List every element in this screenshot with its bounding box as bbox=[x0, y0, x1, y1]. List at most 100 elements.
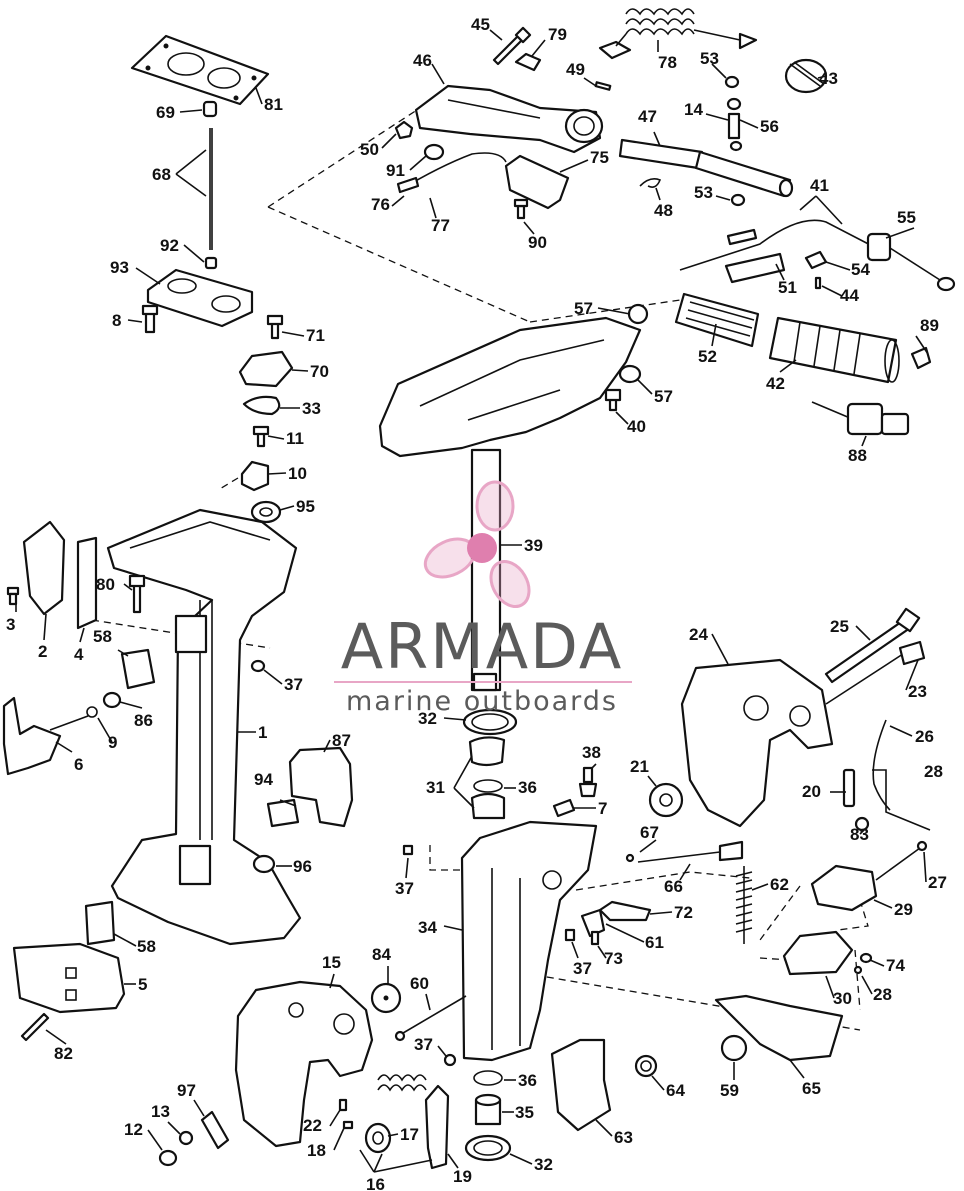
callout-c88: 88 bbox=[848, 446, 867, 465]
part-91-grommet bbox=[423, 143, 445, 161]
callout-c63: 63 bbox=[614, 1128, 633, 1147]
callout-c13: 13 bbox=[151, 1102, 170, 1121]
callout-c14: 14 bbox=[684, 100, 703, 119]
part-65-tilt-lever bbox=[714, 994, 844, 1062]
callout-c33: 33 bbox=[302, 399, 321, 418]
callout-c95: 95 bbox=[296, 497, 315, 516]
part-steering-arm bbox=[378, 316, 642, 458]
callout-c96: 96 bbox=[293, 857, 312, 876]
part-75-bracket bbox=[504, 154, 570, 210]
part-32a-bushing bbox=[462, 708, 518, 736]
part-94-block bbox=[266, 798, 300, 828]
callout-c69: 69 bbox=[156, 103, 175, 122]
callout-c31: 31 bbox=[426, 778, 445, 797]
part-53a-nut bbox=[724, 75, 740, 89]
part-37a-nut bbox=[250, 659, 266, 673]
callout-c18: 18 bbox=[307, 1141, 326, 1160]
part-92-nut bbox=[204, 256, 218, 270]
callout-c10: 10 bbox=[288, 464, 307, 483]
part-27-rod bbox=[875, 840, 928, 881]
part-36b-o-ring bbox=[473, 1070, 503, 1086]
callout-c50: 50 bbox=[360, 140, 379, 159]
callout-c48: 48 bbox=[654, 201, 673, 220]
callout-c11: 11 bbox=[286, 429, 304, 448]
callout-c93: 93 bbox=[110, 258, 129, 277]
propeller-blade bbox=[489, 560, 531, 608]
callout-c38: 38 bbox=[582, 743, 601, 762]
part-55-cable-end bbox=[866, 232, 956, 292]
callout-c35: 35 bbox=[515, 1103, 534, 1122]
part-31-bushing bbox=[468, 736, 506, 820]
callout-c12: 12 bbox=[124, 1120, 143, 1139]
part-57-washer bbox=[618, 303, 649, 384]
part-53b-nut bbox=[730, 193, 746, 207]
callout-c80: 80 bbox=[96, 575, 115, 594]
callout-c4: 4 bbox=[74, 645, 84, 664]
part-58b-block bbox=[84, 900, 116, 946]
callout-c45: 45 bbox=[471, 15, 490, 34]
callout-c55: 55 bbox=[897, 208, 916, 227]
part-30-plate bbox=[782, 930, 854, 976]
callout-c9: 9 bbox=[108, 733, 117, 752]
watermark-title: ARMADA bbox=[341, 610, 623, 683]
callout-c62: 62 bbox=[770, 875, 789, 894]
callout-c57a: 57 bbox=[574, 299, 593, 318]
callout-c32b: 32 bbox=[534, 1155, 553, 1174]
callout-c53b: 53 bbox=[694, 183, 713, 202]
callout-c97: 97 bbox=[177, 1081, 196, 1100]
callout-c91: 91 bbox=[386, 161, 405, 180]
callout-c84: 84 bbox=[372, 945, 391, 964]
callout-c53a: 53 bbox=[700, 49, 719, 68]
part-40-bolt bbox=[604, 388, 622, 412]
part-42-grip bbox=[768, 316, 900, 384]
part-3-screw bbox=[6, 586, 20, 606]
callout-c44: 44 bbox=[840, 286, 859, 305]
callout-c30: 30 bbox=[833, 989, 852, 1008]
callout-c25: 25 bbox=[830, 617, 849, 636]
callout-c16: 16 bbox=[366, 1175, 385, 1191]
part-48-spring-clip bbox=[639, 178, 662, 188]
part-20-knob bbox=[842, 768, 856, 808]
part-25-bolt bbox=[824, 607, 921, 684]
part-6-shift-lever bbox=[2, 696, 89, 776]
part-36a-o-ring bbox=[473, 779, 503, 793]
callout-c60: 60 bbox=[410, 974, 429, 993]
part-96-grommet bbox=[252, 854, 276, 874]
callout-c22: 22 bbox=[303, 1116, 322, 1135]
propeller-hub bbox=[467, 533, 497, 563]
callout-c46: 46 bbox=[413, 51, 432, 70]
part-1-exhaust-housing bbox=[106, 508, 302, 946]
part-17-spring-lever bbox=[377, 1074, 427, 1092]
callout-c59: 59 bbox=[720, 1081, 739, 1100]
callout-c56: 56 bbox=[760, 117, 779, 136]
callout-c36a: 36 bbox=[518, 778, 537, 797]
callout-c42: 42 bbox=[766, 374, 785, 393]
part-97-plate bbox=[200, 1110, 230, 1150]
part-51-sleeve bbox=[724, 252, 786, 284]
part-26-spring bbox=[872, 719, 891, 811]
callout-c37c: 37 bbox=[573, 959, 592, 978]
callout-c83: 83 bbox=[850, 825, 869, 844]
callout-c27: 27 bbox=[928, 873, 947, 892]
part-14-56-fittings bbox=[726, 97, 743, 152]
part-46-handle-bracket bbox=[414, 84, 604, 154]
callout-c19: 19 bbox=[453, 1167, 472, 1186]
armada-watermark: ARMADA marine outboards bbox=[334, 480, 632, 717]
part-89-cap bbox=[910, 346, 932, 370]
callout-c70: 70 bbox=[310, 362, 329, 381]
callout-c15: 15 bbox=[322, 953, 341, 972]
part-44-screw bbox=[814, 276, 822, 290]
part-83-washer bbox=[854, 816, 870, 832]
part-78-stop-switch-lanyard bbox=[598, 8, 758, 60]
callout-c5: 5 bbox=[138, 975, 147, 994]
part-22-screw bbox=[338, 1098, 348, 1112]
part-66-rod bbox=[637, 840, 744, 863]
part-15-stern-bracket bbox=[234, 980, 374, 1148]
part-10-fitting bbox=[240, 460, 270, 492]
callout-c81: 81 bbox=[264, 95, 283, 114]
part-90-screw bbox=[513, 198, 529, 220]
part-59-washer bbox=[720, 1034, 748, 1062]
callout-c28b: 28 bbox=[873, 985, 892, 1004]
callout-c7: 7 bbox=[598, 799, 607, 818]
